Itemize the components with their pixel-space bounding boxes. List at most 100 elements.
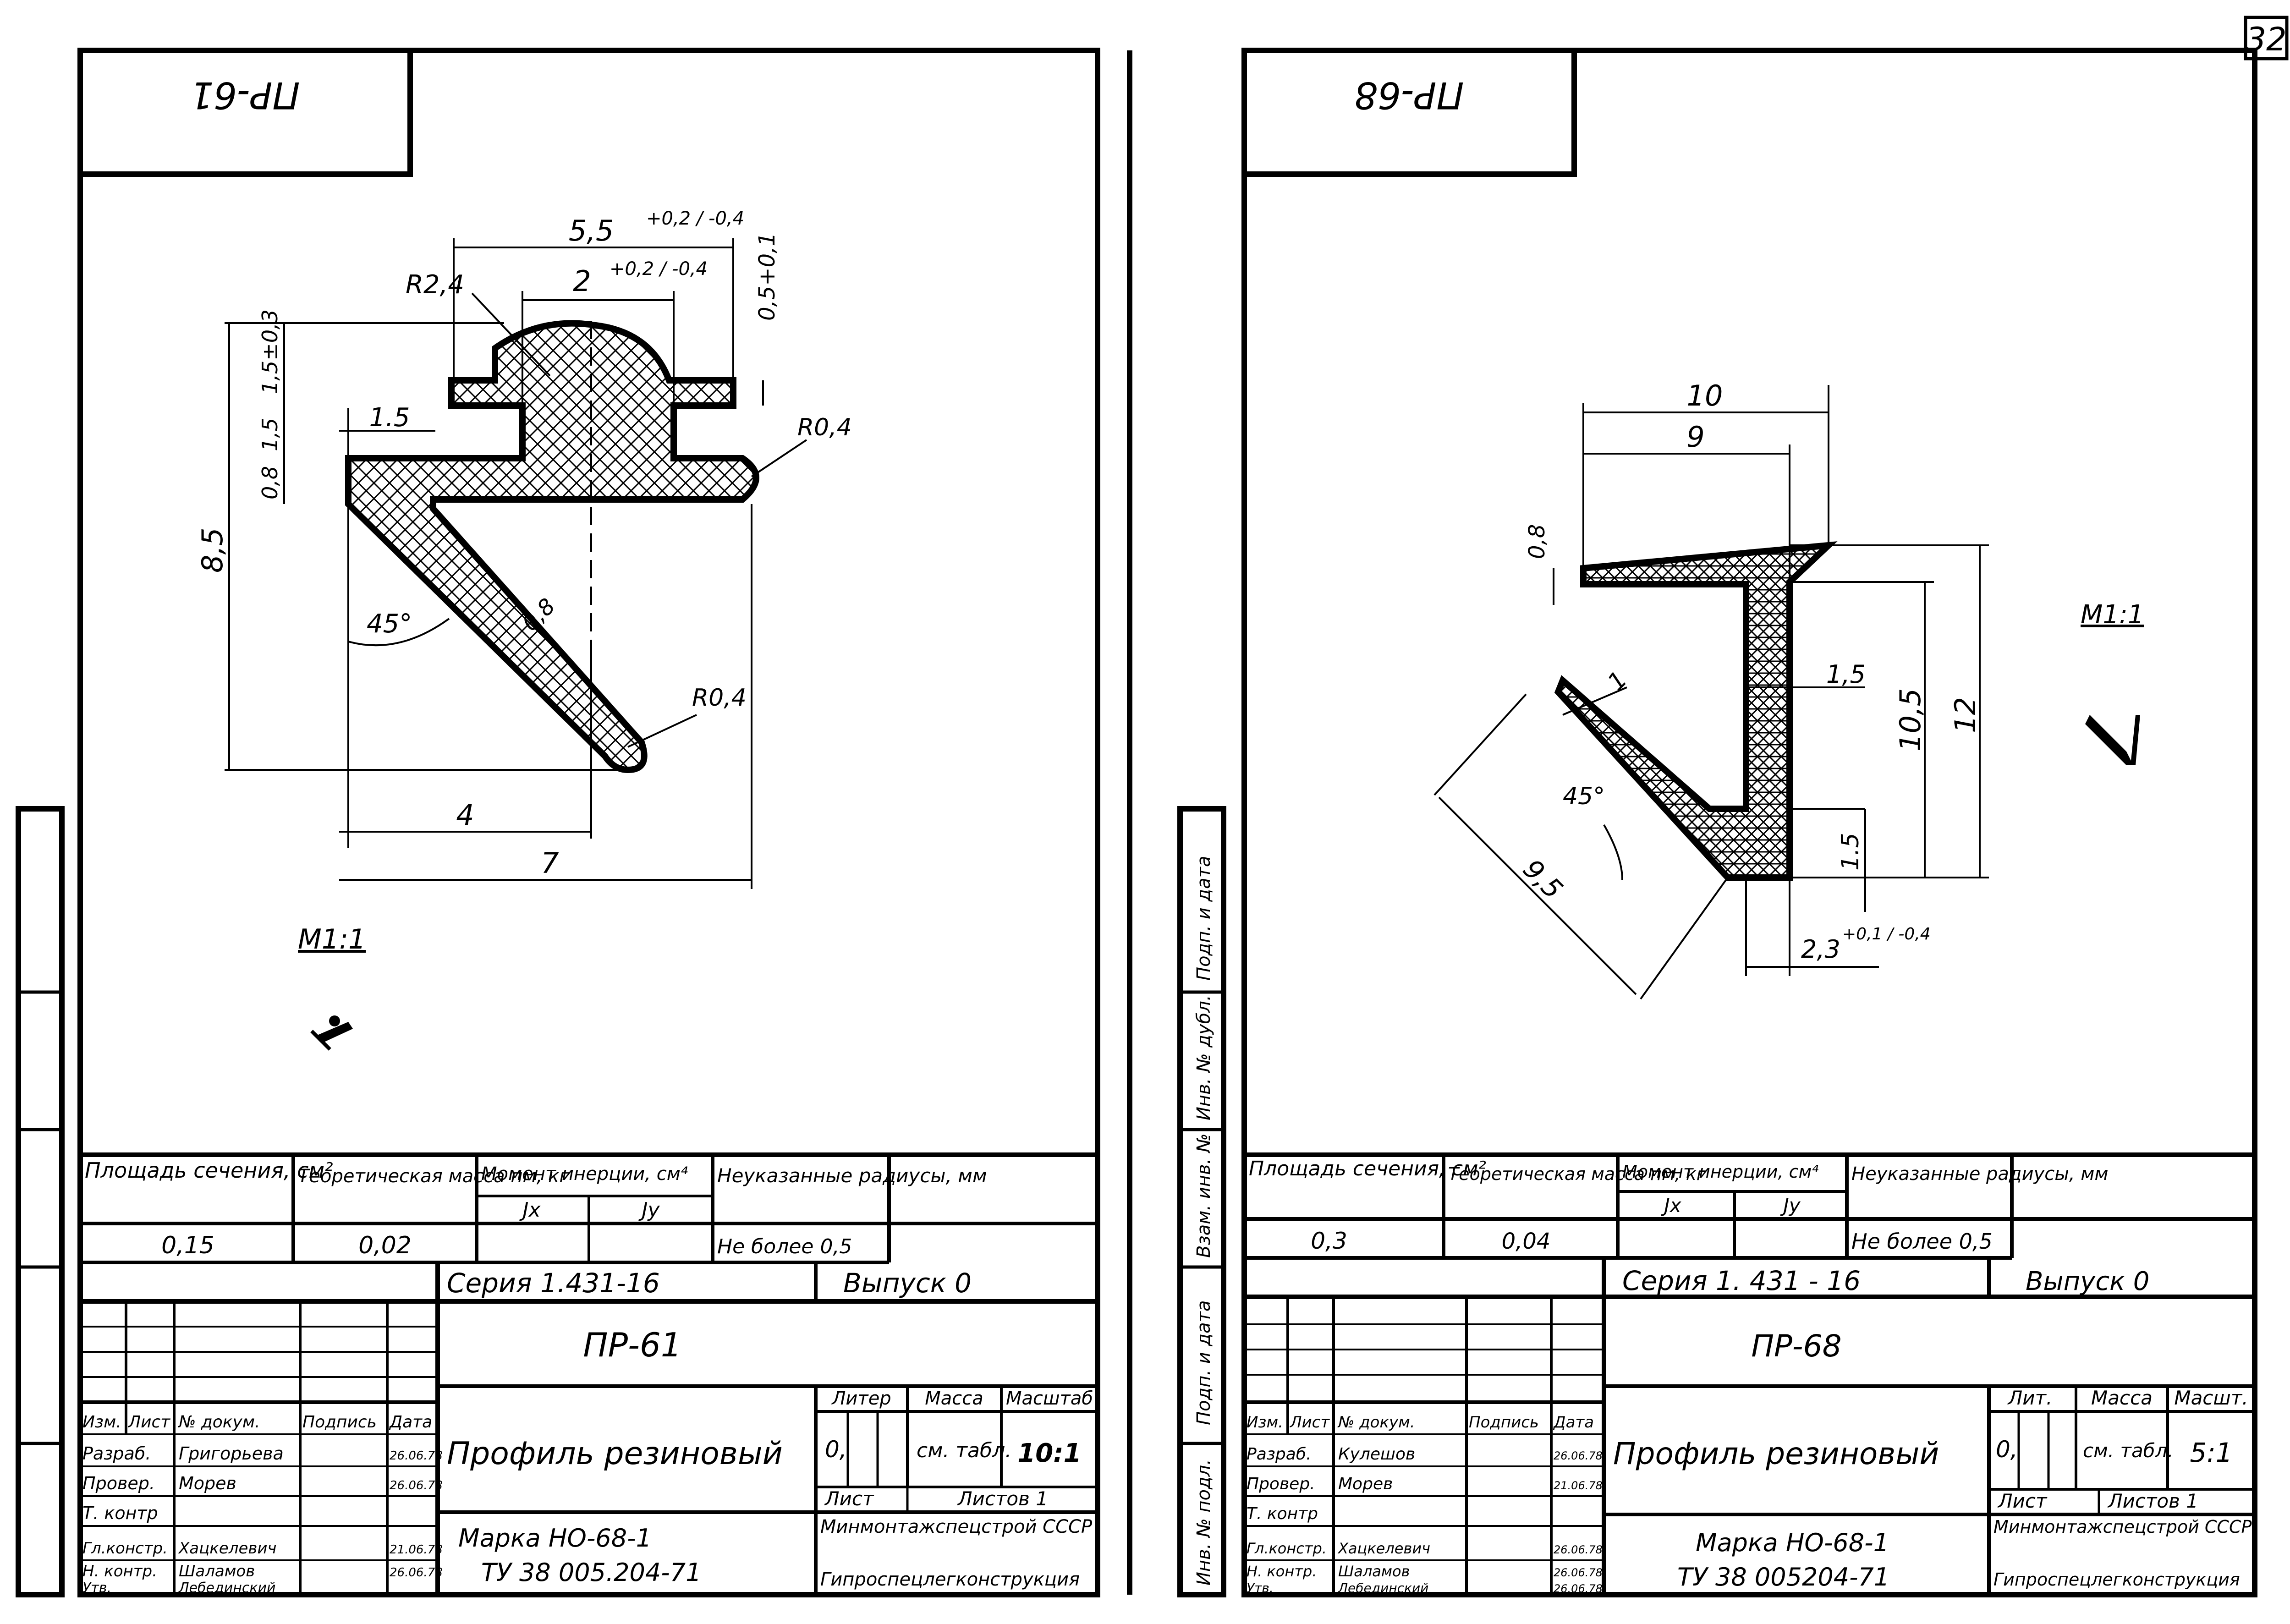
profile-pr68-section bbox=[1554, 541, 1838, 881]
dim-inner-width-tol: +0,2 / -0,4 bbox=[610, 258, 708, 280]
left-mass-val: см. табл. bbox=[917, 1439, 1011, 1462]
right-row1-role: Разраб. bbox=[1247, 1445, 1311, 1464]
right-sheet-hdr: Лист bbox=[1997, 1490, 2048, 1512]
side-inv-dubl: Инв. № дубл. bbox=[1193, 995, 1214, 1120]
left-material: Марка НО-68-1 bbox=[458, 1524, 652, 1553]
dim-w9: 9 bbox=[1686, 420, 1704, 454]
left-mass-value: 0,02 bbox=[358, 1232, 412, 1259]
profile-pr68 bbox=[1554, 541, 1838, 881]
left-radii-value: Не более 0,5 bbox=[717, 1235, 852, 1258]
left-row5-date: 26.06.78 bbox=[390, 1566, 443, 1580]
right-area-header: Площадь сечения, см² bbox=[1249, 1157, 1486, 1180]
dim-w10: 10 bbox=[1687, 379, 1723, 412]
left-scale-val: 10:1 bbox=[1017, 1438, 1081, 1468]
dim-radius-top: R2,4 bbox=[406, 270, 464, 300]
left-stamp-box bbox=[77, 48, 413, 177]
left-area-value: 0,15 bbox=[161, 1232, 214, 1259]
right-stamp-box bbox=[1241, 48, 1577, 177]
right-scale-hdr: Масшт. bbox=[2174, 1387, 2248, 1409]
right-properties-table bbox=[1244, 1152, 2255, 1260]
right-row4-date: 26.06.78 bbox=[1554, 1543, 1603, 1556]
right-dimension-lines bbox=[1433, 385, 1989, 1000]
side-podp-data2: Подп. и дата bbox=[1193, 856, 1214, 981]
right-row2-role: Провер. bbox=[1247, 1475, 1315, 1493]
left-sheet: ПР-61 bbox=[77, 48, 1100, 1597]
left-issue: Выпуск 0 bbox=[843, 1267, 972, 1299]
left-jy: Jy bbox=[638, 1198, 660, 1222]
left-row1-name: Григорьева bbox=[179, 1443, 284, 1464]
left-liter-val: 0, bbox=[825, 1436, 847, 1463]
left-mass-header: Теоретическая масса пм, кг bbox=[298, 1166, 569, 1187]
left-title-block bbox=[80, 1262, 1098, 1595]
side-inv-podl: Инв. № подл. bbox=[1193, 1459, 1214, 1586]
profile-thumbnail-icon bbox=[310, 1015, 353, 1051]
profile-pr61 bbox=[345, 320, 759, 774]
left-scale-hdr: Масштаб bbox=[1006, 1388, 1093, 1409]
right-liter-hdr: Лит. bbox=[2007, 1387, 2053, 1409]
right-row3-role: Т. контр bbox=[1247, 1504, 1318, 1523]
left-tu: ТУ 38 005.204-71 bbox=[481, 1558, 701, 1587]
right-row0-name: Лист bbox=[1289, 1413, 1330, 1432]
dim-height-right: 0,5+0,1 bbox=[754, 232, 780, 321]
right-row6-name: Лебединский bbox=[1338, 1580, 1428, 1596]
left-row4-date: 21.06.78 bbox=[390, 1543, 443, 1557]
left-inertia-header: Момент инерции, см⁴ bbox=[481, 1163, 688, 1185]
dim-radius-end: R0,4 bbox=[692, 684, 747, 712]
dim-radius-right: R0,4 bbox=[797, 414, 852, 441]
right-row1-date: 26.06.78 bbox=[1554, 1449, 1603, 1462]
right-tu: ТУ 38 005204-71 bbox=[1677, 1563, 1889, 1591]
right-row0-date: Дата bbox=[1553, 1413, 1594, 1432]
dim-h105: 10,5 bbox=[1894, 688, 1927, 752]
left-row5-role: Н. контр. bbox=[82, 1562, 157, 1580]
left-row0-name: Лист bbox=[127, 1413, 170, 1432]
right-jy: Jy bbox=[1780, 1194, 1801, 1217]
left-series: Серия 1.431-16 bbox=[447, 1267, 660, 1299]
left-dimension-lines bbox=[225, 238, 807, 889]
page-number-box bbox=[2244, 16, 2289, 60]
left-liter-hdr: Литер bbox=[831, 1388, 891, 1409]
dim-right-angle: 45° bbox=[1563, 783, 1605, 810]
dim-overall-height: 8,5 bbox=[196, 527, 229, 573]
dim-l95: 9,5 bbox=[1517, 853, 1569, 905]
right-row1-name: Кулешов bbox=[1338, 1445, 1415, 1464]
left-scale-label: М1:1 bbox=[298, 923, 366, 955]
right-sheets-hdr: Листов 1 bbox=[2107, 1490, 2198, 1512]
right-row0-doc: № докум. bbox=[1337, 1413, 1415, 1432]
dim-angle: 45° bbox=[367, 609, 412, 639]
right-radii-value: Не более 0,5 bbox=[1851, 1229, 1993, 1254]
right-inertia-header: Момент инерции, см⁴ bbox=[1622, 1162, 1818, 1182]
left-signature-rows: Изм. Лист № докум. Подпись Дата Разраб. … bbox=[82, 1413, 443, 1596]
right-row4-role: Гл.констр. bbox=[1247, 1540, 1327, 1557]
right-scale-val: 5:1 bbox=[2190, 1437, 2232, 1468]
dim-h08: 0,8 bbox=[258, 466, 282, 499]
dim-top-width-tol: +0,2 / -0,4 bbox=[646, 208, 744, 229]
dim-t15: 1,5 bbox=[1826, 660, 1866, 689]
right-liter-val: 0, bbox=[1996, 1436, 2018, 1463]
side-vzam-inv: Взам. инв. № bbox=[1193, 1133, 1214, 1258]
left-row0-role: Изм. bbox=[82, 1413, 121, 1432]
left-row4-role: Гл.констр. bbox=[82, 1539, 168, 1558]
side-stamp: Инв. № подл. Подп. и дата Взам. инв. № И… bbox=[1177, 806, 1226, 1597]
right-material: Марка НО-68-1 bbox=[1696, 1528, 1889, 1557]
left-row6-role: Утв. bbox=[82, 1580, 111, 1596]
right-row2-name: Морев bbox=[1338, 1475, 1393, 1493]
right-row5-date: 26.06.78 bbox=[1554, 1566, 1603, 1579]
side-podp-data: Подп. и дата bbox=[1193, 1300, 1214, 1425]
left-row2-date: 26.06.78 bbox=[390, 1479, 443, 1492]
left-row1-role: Разраб. bbox=[82, 1443, 151, 1464]
left-jx: Jx bbox=[519, 1198, 541, 1222]
right-row0-sign: Подпись bbox=[1469, 1413, 1539, 1432]
dim-h15-tol: 1,5±0,3 bbox=[258, 309, 282, 394]
right-org: Минмонтажспецстрой СССР bbox=[1993, 1517, 2252, 1537]
dim-top-width: 5,5 bbox=[569, 214, 614, 247]
right-row0-role: Изм. bbox=[1247, 1413, 1283, 1432]
dim-t08: 0,8 bbox=[1524, 524, 1550, 559]
left-row2-name: Морев bbox=[179, 1473, 236, 1493]
left-name: Профиль резиновый bbox=[447, 1436, 783, 1472]
dim-w4: 4 bbox=[456, 798, 474, 832]
right-mass-header: Теоретическая масса пм, кг bbox=[1448, 1164, 1706, 1184]
left-row6-name: Лебединский bbox=[178, 1580, 275, 1596]
left-area-header: Площадь сечения, см² bbox=[85, 1158, 333, 1183]
left-row4-name: Хацкелевич bbox=[178, 1539, 277, 1558]
